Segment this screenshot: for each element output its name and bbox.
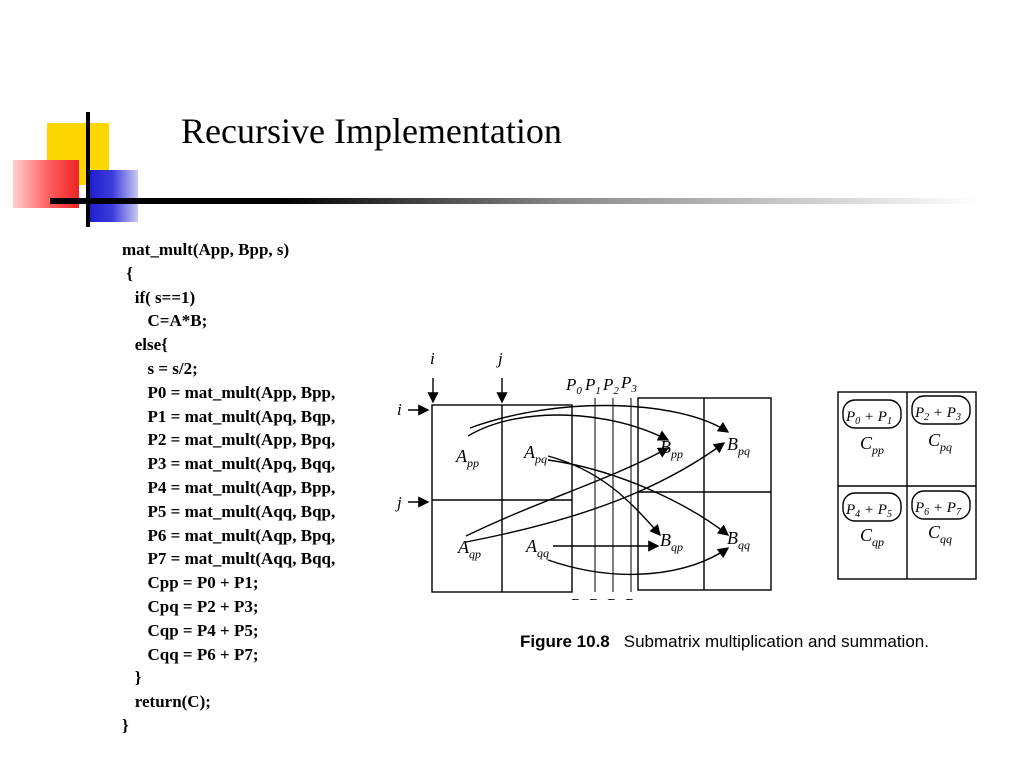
- b-pp-label: B: [660, 437, 671, 457]
- arrow-aqp-bpq: [465, 442, 726, 543]
- i-label-top: i: [430, 349, 435, 368]
- product-label-top: 2: [613, 385, 619, 397]
- code-line: else{: [122, 335, 168, 355]
- code-line: P7 = mat_mult(Aqq, Bqq,: [122, 549, 336, 569]
- slide-title: Recursive Implementation: [181, 111, 562, 151]
- a-qp-sub: qp: [469, 547, 481, 561]
- svg-text:Cpq: Cpq: [928, 430, 952, 454]
- arrow-apq-bqp: [547, 455, 661, 537]
- c-block-sub: qp: [872, 535, 884, 549]
- c-sum-a: 4: [855, 509, 860, 520]
- svg-text:P4: P4: [569, 595, 586, 600]
- svg-text:P0: P0: [565, 375, 582, 397]
- b-qq-label: B: [727, 528, 738, 548]
- a-pp-label: A: [455, 446, 468, 466]
- arrow-app-bpp: [467, 414, 670, 441]
- c-block-sub: pq: [939, 440, 952, 454]
- svg-text:P0 + P1: P0 + P1: [845, 409, 892, 427]
- svg-text:Bqq: Bqq: [727, 528, 750, 552]
- code-line: P2 = mat_mult(App, Bpq,: [122, 430, 336, 450]
- svg-text:P4 + P5: P4 + P5: [845, 502, 892, 520]
- code-line: {: [122, 263, 133, 283]
- b-pp-sub: pp: [670, 447, 683, 461]
- svg-text:P6 + P7: P6 + P7: [914, 500, 962, 518]
- code-line: P4 = mat_mult(Aqp, Bpp,: [122, 477, 336, 497]
- svg-text:Aqq: Aqq: [525, 536, 549, 560]
- j-label-top: j: [496, 349, 503, 368]
- c-block-sub: pp: [871, 443, 884, 457]
- svg-text:P7: P7: [623, 595, 640, 600]
- a-qp-label: A: [457, 537, 470, 557]
- b-qp-label: B: [660, 530, 671, 550]
- svg-text:Apq: Apq: [523, 442, 547, 466]
- figure-number: Figure 10.8: [520, 632, 610, 651]
- c-sum-b: 3: [955, 412, 961, 423]
- product-label-top: 3: [630, 383, 637, 395]
- code-line: Cpp = P0 + P1;: [122, 573, 259, 593]
- a-pp-sub: pp: [466, 456, 479, 470]
- code-line: P1 = mat_mult(Apq, Bqp,: [122, 406, 336, 426]
- c-sum-a: 2: [924, 412, 929, 423]
- c-sum-b: 7: [956, 507, 962, 518]
- c-sum-a: 0: [855, 416, 860, 427]
- svg-text:App: App: [455, 446, 479, 470]
- svg-text:Cpp: Cpp: [860, 433, 884, 457]
- svg-text:Bpq: Bpq: [727, 434, 750, 458]
- product-label-top: 0: [576, 385, 582, 397]
- svg-text:P5: P5: [587, 595, 604, 600]
- figure-caption-text: Submatrix multiplication and summation.: [623, 632, 929, 651]
- j-label-left: j: [395, 493, 402, 512]
- a-pq-sub: pq: [534, 452, 547, 466]
- code-line: }: [122, 668, 142, 688]
- code-line: }: [122, 715, 129, 735]
- title-rule: [50, 198, 980, 204]
- code-line: if( s==1): [122, 287, 196, 307]
- c-block-sub: qq: [940, 532, 952, 546]
- a-pq-label: A: [523, 442, 536, 462]
- a-qq-label: A: [525, 536, 538, 556]
- a-qq-sub: qq: [537, 546, 549, 560]
- code-block: mat_mult(App, Bpp, s) { if( s==1) C=A*B;…: [122, 238, 335, 738]
- product-label-top: 1: [595, 385, 601, 397]
- svg-text:Bpp: Bpp: [660, 437, 683, 461]
- code-line: P5 = mat_mult(Aqq, Bqp,: [122, 501, 336, 521]
- submatrix-figure: i j i j App Apq Aqp Aqq Bpp Bpq Bqp Bqq …: [395, 349, 977, 600]
- c-sum-b: 5: [887, 509, 892, 520]
- code-line: Cpq = P2 + P3;: [122, 596, 259, 616]
- code-line: mat_mult(App, Bpp, s): [122, 240, 290, 259]
- code-line: Cqp = P4 + P5;: [122, 620, 259, 640]
- arrow-aqp-bpp: [465, 447, 670, 537]
- code-line: C=A*B;: [122, 311, 208, 331]
- svg-text:Cqp: Cqp: [860, 525, 884, 549]
- svg-text:P2 + P3: P2 + P3: [914, 405, 961, 423]
- svg-text:P2: P2: [602, 375, 619, 397]
- b-qq-sub: qq: [738, 538, 750, 552]
- logo-vertical-line: [86, 112, 90, 227]
- svg-text:Bqp: Bqp: [660, 530, 683, 554]
- svg-text:P6: P6: [605, 595, 622, 600]
- svg-text:Cqq: Cqq: [928, 522, 952, 546]
- c-sum-a: 6: [924, 507, 929, 518]
- b-qp-sub: qp: [671, 540, 683, 554]
- i-label-left: i: [397, 400, 402, 419]
- svg-text:Aqp: Aqp: [457, 537, 481, 561]
- code-line: P3 = mat_mult(Apq, Bqq,: [122, 454, 336, 474]
- c-sum-b: 1: [887, 416, 892, 427]
- arrow-aqq-bqq: [547, 547, 730, 575]
- code-line: P0 = mat_mult(App, Bpp,: [122, 382, 336, 402]
- figure-caption: Figure 10.8 Submatrix multiplication and …: [520, 632, 929, 652]
- code-line: return(C);: [122, 692, 211, 712]
- arrow-apq-bqq: [547, 459, 730, 536]
- code-line: P6 = mat_mult(Aqp, Bpq,: [122, 525, 336, 545]
- svg-text:P1: P1: [584, 375, 601, 397]
- b-pq-label: B: [727, 434, 738, 454]
- code-line: s = s/2;: [122, 358, 198, 378]
- arrow-app-bpq: [469, 404, 730, 433]
- b-pq-sub: pq: [737, 444, 750, 458]
- logo-blue-square: [86, 170, 138, 222]
- code-line: Cqq = P6 + P7;: [122, 644, 259, 664]
- svg-text:P3: P3: [620, 373, 637, 395]
